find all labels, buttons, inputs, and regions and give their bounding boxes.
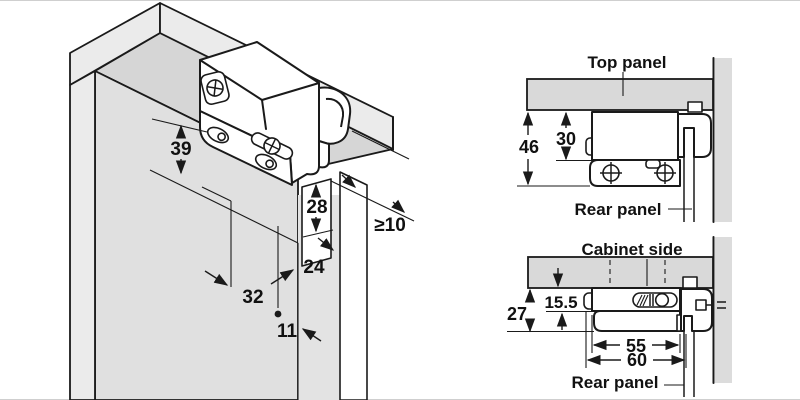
catch-corner-edge [261,99,267,130]
catch-hook [318,86,352,145]
catch-top-front-edge [199,59,263,101]
hook-section-top [677,113,712,158]
flange-slot-left [206,126,230,144]
dim-55-group: 55 [591,315,681,356]
screw-left [600,162,622,184]
phillips-screw [200,71,230,105]
wing-screw-plan [632,292,678,308]
catch-hook-step [318,140,330,169]
screw-right [654,162,676,184]
top-panel-label: Top panel [587,53,666,72]
dim-27-label: 27 [507,304,527,324]
dim-27-group: 27 [507,288,594,333]
wall-strip-top-view [715,58,732,222]
cabinet-side-label: Cabinet side [581,240,682,259]
catch-adjuster-tab [645,159,661,169]
dim-39-group: 39 [149,118,299,400]
catch-isometric [199,41,352,186]
strike-square [695,299,707,311]
cabinet-side-section: Cabinet side [507,236,732,397]
dim-15-5-label: 15.5 [544,293,577,312]
dim-39-label: 39 [170,139,191,160]
dim-30-group: 30 [556,111,592,162]
rear-panel-iso [339,171,368,400]
dim-32-label: 32 [242,287,263,308]
rear-panel-label-top-view: Rear panel [575,200,662,219]
dim-46-label: 46 [519,137,539,157]
side-panel-front-edge [69,70,96,400]
dim-28-group: 28 [302,183,334,238]
dim-min10-label: ≥10 [374,215,406,236]
dim-min10-group: ≥10 [330,130,415,236]
hook-tab-top [687,101,703,113]
top-panel-section: Top panel [517,53,732,223]
dim-28-label: 28 [306,197,327,218]
dim-11-group: 11 [274,226,322,342]
dim-60-label: 60 [627,350,647,370]
dim-55-label: 55 [626,336,646,356]
catch-body-section [591,111,679,161]
dim-24-group: 24 [270,237,335,285]
catch-plate-plan [593,310,681,332]
dim-60-group: 60 [585,312,687,370]
catch-top-view [585,101,712,187]
dim-30-label: 30 [556,129,576,149]
dim-11-label: 11 [277,321,298,342]
isometric-view: 39 28 ≥10 32 24 [69,2,415,400]
dim-46-group: 46 [517,111,590,187]
flange-slot-right [254,153,278,171]
catch-hook-inner-curve [325,97,345,128]
dim-24-label: 24 [303,257,325,278]
dim-32-group: 32 [201,186,264,308]
dim-15-5-group: 15.5 [544,268,592,330]
catch-plan-view [583,276,726,332]
catch-top-right-edge [261,82,320,101]
wing-screw [250,132,294,160]
wall-strip-side-view [715,237,732,383]
top-panel-2d [526,78,714,111]
rear-panel-label-side-view: Rear panel [572,373,659,392]
dim-11-dot [274,310,282,318]
hook-tab-plan [682,276,698,289]
